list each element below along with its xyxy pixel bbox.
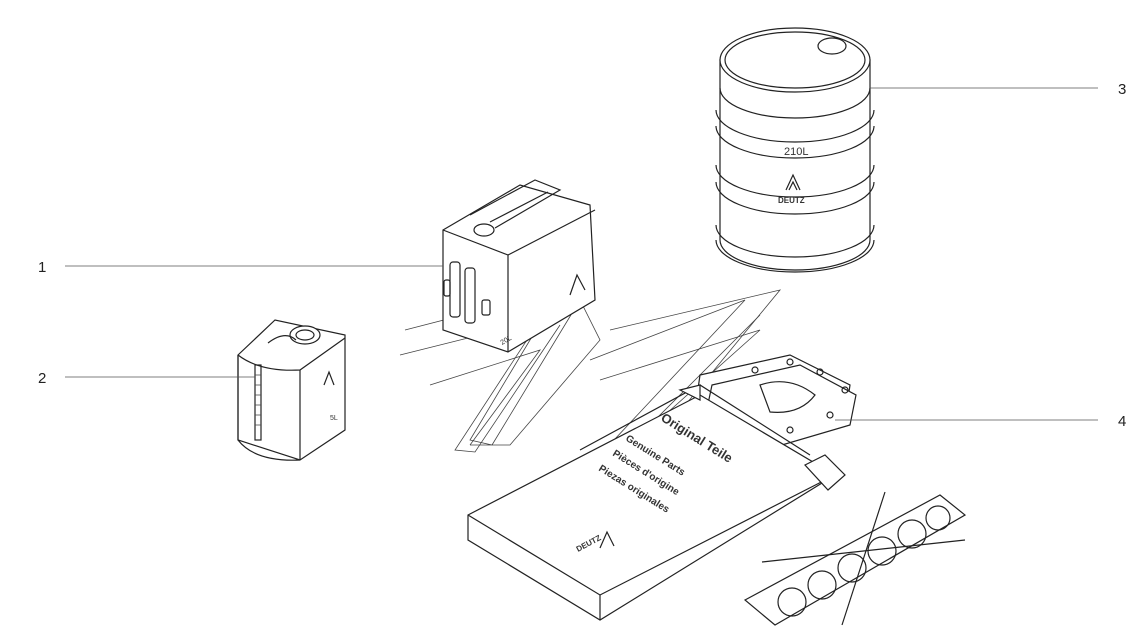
box-deutz-logo-icon <box>599 530 615 549</box>
jerrycan-deutz-logo-icon <box>569 273 586 296</box>
canister-illustration: 5L <box>237 319 346 461</box>
drum-brand-label: DEUTZ <box>778 196 805 205</box>
canister-deutz-logo-icon <box>323 370 335 386</box>
drum-capacity-label: 210L <box>784 146 808 158</box>
callout-4: 4 <box>1118 413 1126 430</box>
oil-drum-illustration: 210L DEUTZ <box>715 27 875 273</box>
drum-deutz-logo-icon <box>785 173 801 191</box>
callout-1: 1 <box>38 259 46 276</box>
crossed-out-head-gasket <box>743 491 967 626</box>
canister-volume-label: 5L <box>330 415 338 422</box>
callout-2: 2 <box>38 370 46 387</box>
jerrycan-volume-label: 20L <box>500 335 514 347</box>
callout-3: 3 <box>1118 81 1126 98</box>
jerrycan-illustration: 20L <box>442 179 596 353</box>
gasket-kit-illustration: Original Teile Genuine Parts Pièces d'or… <box>467 354 857 621</box>
